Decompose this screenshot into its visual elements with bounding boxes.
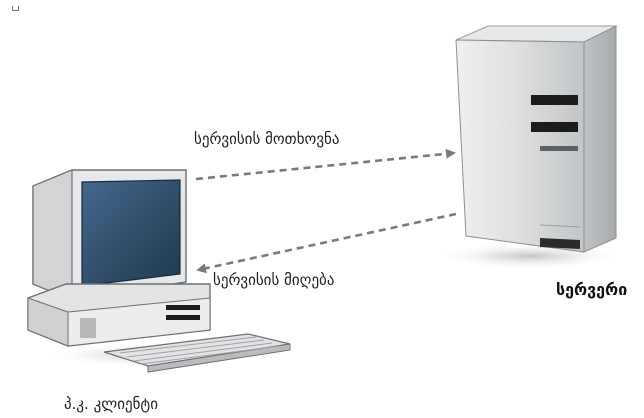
server-label: სერვერი [556,280,628,299]
request-label: სერვისის მოთხოვნა [194,130,340,148]
client-label: პ.კ. კლიენტი [64,395,158,413]
corner-mark [12,6,19,11]
tower-server-icon [430,25,630,270]
desktop-computer-icon [27,169,291,373]
response-arrow [196,212,457,274]
response-label: სერვისის მიღება [213,271,335,289]
request-arrow [195,148,456,181]
